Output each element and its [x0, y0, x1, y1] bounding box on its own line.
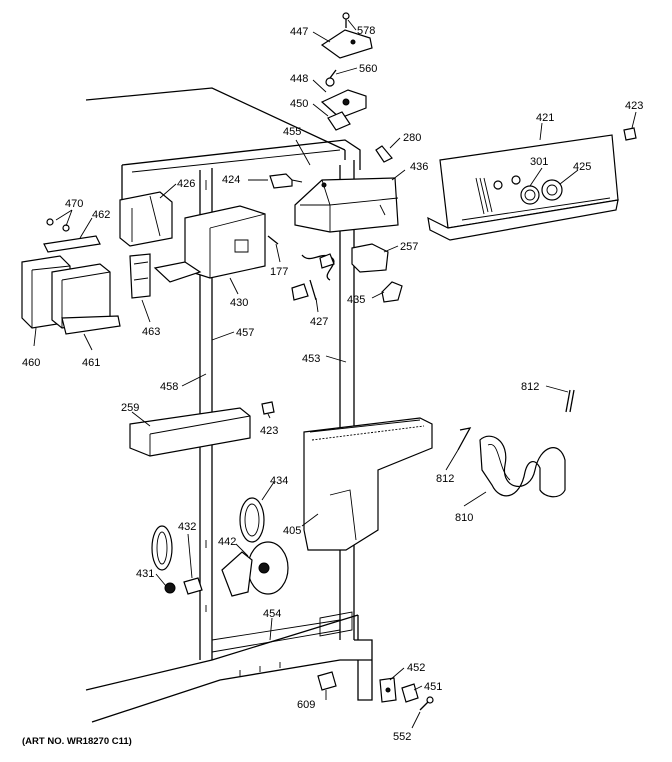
label-812-right: 812	[521, 381, 539, 393]
label-442: 442	[218, 536, 236, 548]
thermostat-257	[351, 243, 389, 273]
label-450: 450	[290, 98, 308, 110]
label-405: 405	[283, 525, 301, 537]
label-448: 448	[290, 73, 308, 85]
light-lens-423-mid	[261, 401, 275, 415]
label-280: 280	[403, 132, 421, 144]
label-430: 430	[230, 297, 248, 309]
screw-578	[342, 12, 350, 28]
label-457: 457	[236, 327, 254, 339]
label-460: 460	[22, 357, 40, 369]
screw-552	[419, 696, 434, 711]
air-duct-430	[153, 205, 266, 283]
label-552: 552	[393, 731, 411, 743]
fan-grommet-434	[239, 497, 265, 543]
label-451: 451	[424, 681, 442, 693]
label-609: 609	[297, 699, 315, 711]
screw-431	[164, 582, 176, 594]
label-436: 436	[410, 161, 428, 173]
label-812-left: 812	[436, 473, 454, 485]
screw-177	[267, 235, 279, 245]
knob-425	[541, 179, 563, 201]
fan-motor-442	[221, 541, 289, 597]
label-470: 470	[65, 198, 83, 210]
bracket-452	[379, 677, 397, 703]
label-427: 427	[310, 316, 328, 328]
wiring-harness-427	[291, 253, 335, 301]
label-301: 301	[530, 156, 548, 168]
label-259: 259	[121, 402, 139, 414]
label-424: 424	[222, 174, 240, 186]
bushing-432	[183, 577, 203, 595]
screw-560	[325, 69, 337, 87]
control-panel-421	[427, 134, 619, 241]
switch-424	[269, 173, 303, 189]
label-435: 435	[347, 294, 365, 306]
gasket-462	[43, 235, 101, 253]
hinge-bracket-450	[327, 111, 351, 131]
label-578: 578	[357, 25, 375, 37]
label-426: 426	[177, 178, 195, 190]
label-454: 454	[263, 608, 281, 620]
hinge-448	[320, 89, 367, 119]
bracket-463	[129, 253, 151, 299]
label-257: 257	[400, 241, 418, 253]
light-lens-423-top	[623, 127, 637, 141]
label-447: 447	[290, 26, 308, 38]
top-hinge-cover-447	[320, 29, 373, 59]
bracket-451	[401, 683, 419, 703]
control-housing-436	[294, 177, 399, 233]
roller-609	[317, 671, 337, 691]
bulb-280	[375, 145, 393, 163]
shelf-support-259	[129, 407, 251, 457]
label-463: 463	[142, 326, 160, 338]
label-810: 810	[455, 512, 473, 524]
label-452: 452	[407, 662, 425, 674]
label-423-mid: 423	[260, 425, 278, 437]
damper-cover-461	[51, 263, 121, 335]
label-458: 458	[160, 381, 178, 393]
label-423-top: 423	[625, 100, 643, 112]
defrost-heater-810	[479, 435, 566, 498]
grommet-432	[151, 525, 173, 571]
label-431: 431	[136, 568, 154, 580]
label-461: 461	[82, 357, 100, 369]
label-434: 434	[270, 475, 288, 487]
art-number: (ART NO. WR18270 C11)	[22, 736, 132, 747]
label-453: 453	[302, 353, 320, 365]
socket-435	[381, 281, 403, 303]
leader-lines	[33, 19, 637, 729]
part-labels: 447 578 448 560 450 423 421 280 455 424 …	[22, 25, 643, 747]
baffle-405	[303, 417, 433, 551]
tube-812-left	[457, 427, 472, 451]
label-421: 421	[536, 112, 554, 124]
knob-301	[520, 185, 540, 205]
screws-470	[46, 218, 70, 232]
label-560: 560	[359, 63, 377, 75]
label-177: 177	[270, 266, 288, 278]
label-462: 462	[92, 209, 110, 221]
label-455: 455	[283, 126, 301, 138]
label-432: 432	[178, 521, 196, 533]
label-425: 425	[573, 161, 591, 173]
tube-812-right	[565, 389, 575, 413]
damper-426	[119, 191, 173, 247]
